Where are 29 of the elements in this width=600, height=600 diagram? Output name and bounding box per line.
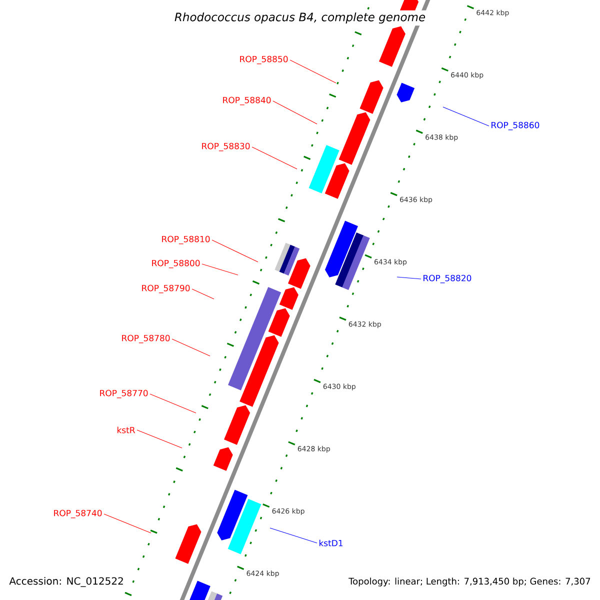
leader-line (172, 338, 210, 356)
leader-line (202, 264, 238, 276)
gene-label: ROP_58780 (122, 334, 170, 344)
leader-line (252, 146, 298, 170)
gene-label: kstD1 (319, 540, 343, 546)
gene-label: ROP_58740 (54, 510, 102, 518)
leader-line (272, 100, 318, 124)
footer-text: Topology: linear; Length: 7,913,450 bp; Genes: 7,307 (348, 576, 592, 588)
gene-label: ROP_58840 (223, 96, 271, 106)
leader-line (104, 514, 152, 534)
gene-label: ROP_58820 (424, 274, 472, 284)
leader-line (270, 528, 318, 544)
leader-line (192, 288, 214, 300)
gene-label: ROP_58860 (492, 122, 540, 130)
leader-line (212, 240, 258, 262)
title: Rhodococcus opacus B4, complete genome (172, 10, 428, 26)
gene-label: ROP_58830 (202, 142, 250, 152)
leader-line (136, 430, 182, 448)
footer-text: Accession: NC_012522 (8, 576, 125, 588)
gene-label: kstR (117, 426, 136, 434)
leader-line (150, 394, 196, 414)
gene-label: ROP_58790 (142, 284, 190, 294)
gene-label: ROP_58770 (100, 390, 148, 398)
gene-label: ROP_58850 (240, 56, 288, 64)
gene-label: ROP_58810 (162, 236, 210, 244)
gene-label: ROP_58800 (152, 260, 200, 268)
leader-line (442, 106, 490, 126)
leader-line (290, 60, 336, 84)
leader-line (396, 276, 422, 280)
